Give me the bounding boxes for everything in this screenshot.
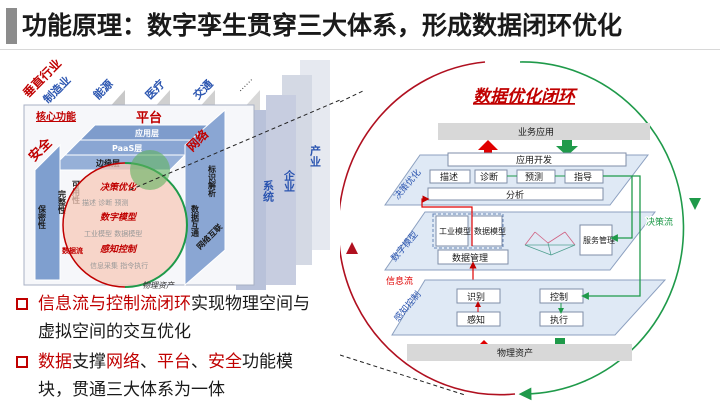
platform-label: 平台 [136,110,162,126]
model-group-dashed [432,213,504,249]
title-accent-bar [6,8,17,44]
info-loop-arc [340,61,516,396]
inner-sense-control: 感知控制 [100,244,138,255]
security-confidentiality: 保密性 [37,204,47,230]
inner-collect-exec: 信息采集 指令执行 [90,261,148,270]
inner-loop-red-arc [62,162,126,288]
execute-label: 执行 [550,314,568,326]
down-arrow-green-icon [556,140,578,156]
identify-label: 识别 [467,292,485,303]
analysis-label: 分析 [506,189,524,201]
item-diagnose: 诊断 [480,171,498,183]
graph-edge [524,231,536,246]
industry-ellipsis: …… [235,74,255,94]
bullet-item: 信息流与控制流闭环实现物理空间与虚拟空间的交互优化 [14,290,314,346]
decision-loop-arrowhead [689,198,701,210]
physical-asset-bar [407,344,632,361]
layer-app: 应用层 [135,128,159,138]
graph-edge [550,244,576,256]
analysis-box [427,187,604,201]
item-describe: 描述 [440,171,458,183]
control-label: 控制 [550,291,568,303]
bullet-text: 、 [140,352,157,372]
info-flow-label: 信息流 [386,275,413,287]
bullet-item: 数据支撑网络、平台、安全功能模块，贯通三大体系为一体 [14,348,314,404]
bullet-highlight: 数据 [38,352,72,372]
layer-edge: 边缘层 [95,158,120,168]
data-model: 数据模型 [474,226,506,236]
scale-industry: 产业 [309,144,322,167]
inner-loop-fill [63,163,187,287]
inner-decision: 决策优化 [100,182,138,193]
bullet-highlight: 平台 [157,352,191,372]
bullet-text: 、 [191,352,208,372]
bullet-highlight: 网络 [106,352,140,372]
industry-energy: 能源 [90,77,115,102]
callout-dashed-line [340,89,366,103]
data-loop-diagram: 数据优化闭环 业务应用 决策优化 应用开发 描述 诊断 预测 指导 分析 数字模… [340,61,701,401]
bullet-text: 功能模块，贯通三大体系为一体 [38,352,293,400]
left-cube-diagram: 垂直行业 制造业 能源 医疗 交通 …… 产业 企业 系统 设备 核心功能 平台… [20,56,340,290]
security-integrity: 完整性 [58,189,67,215]
inner-models: 工业模型 数据模型 [84,229,142,238]
bullet-text: 实现物理空间与虚拟空间的交互优化 [38,294,310,342]
security-side [34,143,61,281]
bullet-highlight: 安全 [208,352,242,372]
service-mgmt-box [579,224,613,256]
scale-enterprise: 企业 [283,169,297,192]
app-dev-label: 应用开发 [516,154,552,166]
bullet-highlight: 信息流与控制流闭环 [38,294,191,314]
title-divider [0,49,720,50]
inner-describe: 描述 诊断 预测 [82,198,128,207]
graph-edge [524,244,552,256]
decision-loop-arc [518,61,685,401]
left-physical-asset: 物理资产 [142,281,175,290]
app-dev-box [447,152,627,167]
up-arrow-red-icon [478,140,498,155]
callout-dashed-line [340,354,466,396]
item-predict: 预测 [525,172,543,183]
physical-asset: 物理资产 [497,347,533,359]
business-app: 业务应用 [518,126,554,138]
info-flow-line [421,195,473,246]
loop-title: 数据优化闭环 [473,87,578,107]
gear-logo-icon [130,150,170,190]
sense-layer-plane [391,279,667,336]
core-function-label: 核心功能 [36,110,76,123]
data-model-box [471,215,503,247]
layer-paas: PaaS层 [112,144,142,153]
graph-edge [564,231,576,246]
item-guide: 指导 [574,171,592,183]
inner-digital-model: 数字模型 [100,212,138,223]
industrial-model-box [435,215,469,247]
sense-label: 感知 [467,314,485,326]
network-data-interop: 数据互通 [190,204,200,238]
decision-flow-label: 决策流 [646,216,673,228]
network-id-resolution: 标识解析 [208,164,217,198]
service-mgmt-label: 服务管理 [583,235,615,245]
industrial-model: 工业模型 [439,226,471,236]
decision-flow-branch [610,176,633,242]
describe-box [429,169,471,184]
bullet-list: 信息流与控制流闭环实现物理空间与虚拟空间的交互优化 数据支撑网络、平台、安全功能… [14,290,314,404]
graph-edge [534,231,549,244]
data-mgmt-label: 数据管理 [452,252,488,264]
business-app-bar [438,123,650,140]
decision-flow-line [581,175,641,300]
checkbox-icon [16,356,28,368]
graph-edge [547,231,566,244]
callout-dashed-line [129,99,340,191]
scale-panel [266,95,296,285]
checkbox-icon [16,298,28,310]
page-title: 功能原理：数字孪生贯穿三大体系，形成数据闭环优化 [22,11,623,40]
graph-edge [547,242,552,256]
scale-system: 系统 [262,179,275,203]
info-loop-arrowhead [346,242,358,254]
bullet-text: 支撑 [72,352,106,372]
inner-data-flow: 数据流 [62,246,83,255]
network-graph-icon [524,231,576,256]
